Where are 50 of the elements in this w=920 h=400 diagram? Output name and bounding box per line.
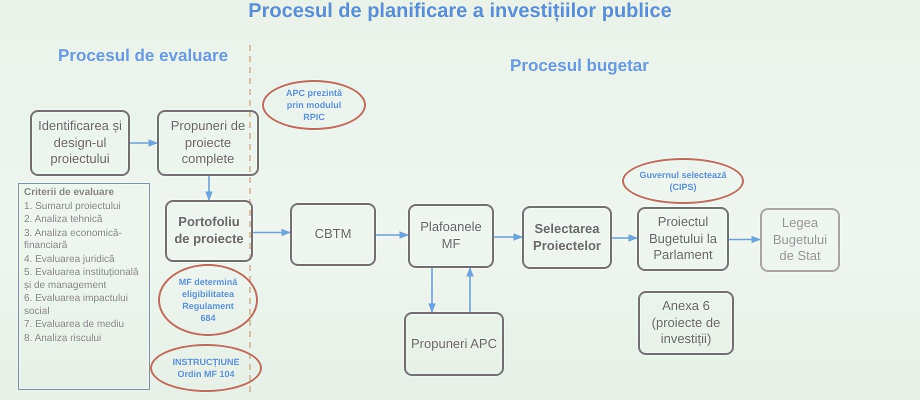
process-box	[408, 204, 494, 268]
annotation-oval	[158, 264, 258, 336]
list-item: 8. Analiza riscului	[24, 332, 102, 345]
arrow	[130, 139, 158, 147]
list-item: 1. Sumarul proiectului	[24, 200, 122, 213]
node-text: Portofoliu de proiecte	[173, 214, 245, 248]
process-box	[30, 110, 130, 176]
arrow	[376, 231, 409, 239]
node-text: INSTRUCȚIUNE Ordin MF 104	[172, 356, 240, 380]
list-item: 3. Analiza economică-financiară	[24, 228, 123, 252]
arrow	[205, 176, 213, 201]
node-text: Legea Bugetului de Stat	[772, 214, 828, 266]
annotation-oval	[150, 344, 262, 392]
arrow	[494, 233, 523, 241]
process-box	[760, 208, 840, 272]
process-box	[522, 206, 612, 269]
list-item: 7. Evaluarea de mediu	[24, 319, 126, 332]
node-text: Selectarea Proiectelor	[532, 220, 602, 254]
list-item: 2. Analiza tehnică	[24, 214, 104, 226]
node-text: MF determină eligibilitatea Regulament 684	[178, 276, 238, 324]
node-text: Proiectul Bugetului la Parlament	[648, 214, 718, 264]
process-box	[637, 207, 729, 271]
slide-title: Procesul de planificare a investițiilor publice	[247, 0, 673, 23]
node-text: Anexa 6 (proiecte de investiții)	[650, 298, 722, 348]
process-box	[404, 312, 504, 376]
list-item: 5. Evaluarea instituțională și de management	[24, 267, 140, 292]
arrow	[729, 236, 761, 244]
criteria-panel	[18, 183, 150, 390]
arrow	[428, 268, 436, 313]
node-text: APC prezintă prin modulul RPIC	[284, 86, 343, 124]
arrow	[612, 234, 638, 242]
node-text: CBTM	[314, 226, 352, 243]
arrow	[253, 228, 291, 236]
section-heading: Procesul de evaluare	[58, 46, 228, 66]
node-text: Propuneri de proiecte complete	[170, 118, 246, 168]
node-text: Guvernul selectează (CIPS)	[638, 168, 728, 194]
node-text: Identificarea și design-ul proiectului	[37, 118, 123, 168]
process-box	[290, 203, 376, 266]
process-box	[638, 291, 734, 355]
node-text: Plafoanele MF	[419, 219, 483, 253]
arrow	[466, 267, 474, 312]
list-item: 6. Evaluarea impactului social	[24, 293, 129, 318]
list-heading: Criterii de evaluare	[24, 187, 116, 200]
annotation-oval	[622, 158, 744, 204]
list-item: 4. Evaluarea juridică	[24, 254, 116, 266]
annotation-oval	[262, 80, 366, 130]
process-box	[157, 110, 259, 176]
section-heading: Procesul bugetar	[510, 56, 649, 76]
node-text: Propuneri APC	[411, 336, 497, 352]
process-box	[165, 200, 253, 262]
